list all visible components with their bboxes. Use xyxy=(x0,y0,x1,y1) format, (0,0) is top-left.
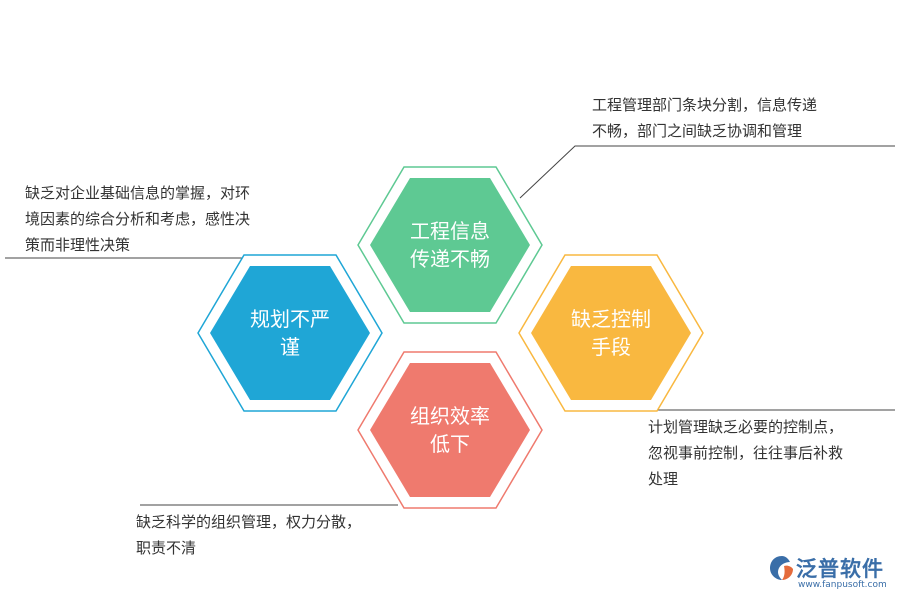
note-line: 计划管理缺乏必要的控制点， xyxy=(648,418,844,436)
note-right: 计划管理缺乏必要的控制点， 忽视事前控制，往往事后补救处理 xyxy=(648,414,898,492)
note-line: 处理 xyxy=(648,470,679,488)
hexagon-label: 低下 xyxy=(430,432,470,456)
hexagon-label: 缺乏控制 xyxy=(571,307,651,331)
logo-name: 泛普软件 xyxy=(796,557,884,581)
note-line: 策而非理性决策 xyxy=(25,236,131,254)
note-line: 工程管理部门条块分割，信息传递 xyxy=(592,96,818,114)
hexagon-label: 传递不畅 xyxy=(410,247,490,271)
hexagon-fill xyxy=(531,266,691,400)
hexagon-fill xyxy=(370,178,530,312)
note-line: 职责不清 xyxy=(136,539,197,557)
hexagon-fill xyxy=(210,266,370,400)
note-line: 缺乏科学的组织管理，权力分散， xyxy=(136,513,362,531)
note-line: 不畅，部门之间缺乏协调和管理 xyxy=(592,122,803,140)
hexagon-fill xyxy=(370,363,530,497)
note-left: 缺乏对企业基础信息的掌握，对环境因素的综合分析和考虑，感性决策而非理性决策 xyxy=(25,180,325,258)
note-line: 境因素的综合分析和考虑，感性决 xyxy=(25,210,251,228)
brand-logo[interactable]: 泛普软件 www.fanpusoft.com xyxy=(768,552,894,596)
note-top-right: 工程管理部门条块分割，信息传递不畅，部门之间缺乏协调和管理 xyxy=(592,92,892,144)
connector-top-right xyxy=(519,145,895,199)
hexagon-label: 谨 xyxy=(280,335,300,359)
logo-mark-icon xyxy=(770,556,793,580)
hexagon-label: 工程信息 xyxy=(410,219,490,243)
logo-url: www.fanpusoft.com xyxy=(798,580,887,590)
note-line: 缺乏对企业基础信息的掌握，对环 xyxy=(25,184,251,202)
hexagon-label: 手段 xyxy=(591,335,631,359)
hexagon-label: 组织效率 xyxy=(410,404,490,428)
note-bottom: 缺乏科学的组织管理，权力分散， 职责不清 xyxy=(136,509,436,561)
hexagon-label: 规划不严 xyxy=(250,307,330,331)
note-line: 忽视事前控制，往往事后补救 xyxy=(648,444,844,462)
